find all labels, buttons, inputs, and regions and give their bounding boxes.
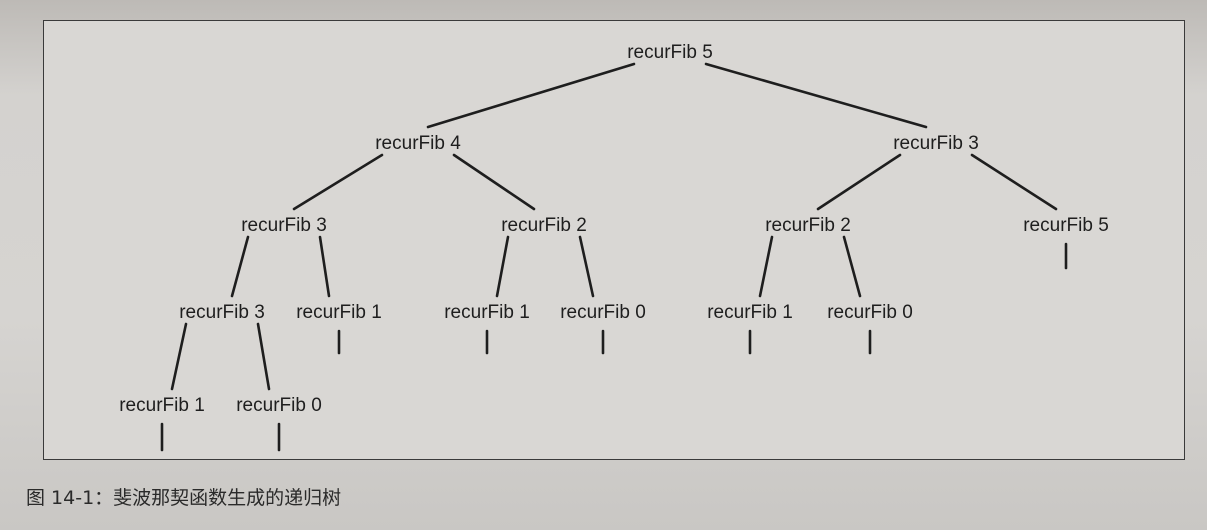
- node-label-n6: recurFib 5: [1023, 215, 1109, 236]
- leaf-stubs-layer: [160, 242, 1068, 452]
- node-label-n9: recurFib 1: [444, 302, 530, 323]
- edge-n4-n10: [578, 235, 595, 298]
- node-label-n0: recurFib 5: [627, 42, 713, 63]
- edge-n4-n9: [495, 235, 510, 298]
- node-label-n1: recurFib 4: [375, 133, 461, 154]
- edges-layer: [170, 62, 1058, 391]
- edge-n3-n8: [318, 235, 331, 298]
- edge-n0-n2: [704, 62, 928, 129]
- node-label-n10: recurFib 0: [560, 302, 646, 323]
- node-label-n2: recurFib 3: [893, 133, 979, 154]
- node-label-n4: recurFib 2: [501, 215, 587, 236]
- edge-n5-n12: [842, 235, 862, 298]
- node-label-n12: recurFib 0: [827, 302, 913, 323]
- edge-n1-n3: [292, 153, 384, 211]
- node-label-n14: recurFib 0: [236, 395, 322, 416]
- edge-n2-n5: [816, 153, 902, 211]
- labels-layer: recurFib 5 recurFib 4 recurFib 3 recurFib 3…: [119, 42, 1109, 416]
- node-label-n5: recurFib 2: [765, 215, 851, 236]
- figure-frame: [43, 20, 1185, 460]
- edge-n1-n4: [452, 153, 536, 211]
- figure-caption: 图 14-1：斐波那契函数生成的递归树: [26, 487, 342, 509]
- node-label-n13: recurFib 1: [119, 395, 205, 416]
- node-label-n7: recurFib 3: [179, 302, 265, 323]
- node-label-n11: recurFib 1: [707, 302, 793, 323]
- edge-n7-n14: [256, 322, 271, 391]
- edge-n5-n11: [758, 235, 774, 298]
- edge-n7-n13: [170, 322, 188, 391]
- node-label-n3: recurFib 3: [241, 215, 327, 236]
- edge-n0-n1: [426, 62, 636, 129]
- node-label-n8: recurFib 1: [296, 302, 382, 323]
- edge-n2-n6: [970, 153, 1058, 211]
- edge-n3-n7: [230, 235, 250, 298]
